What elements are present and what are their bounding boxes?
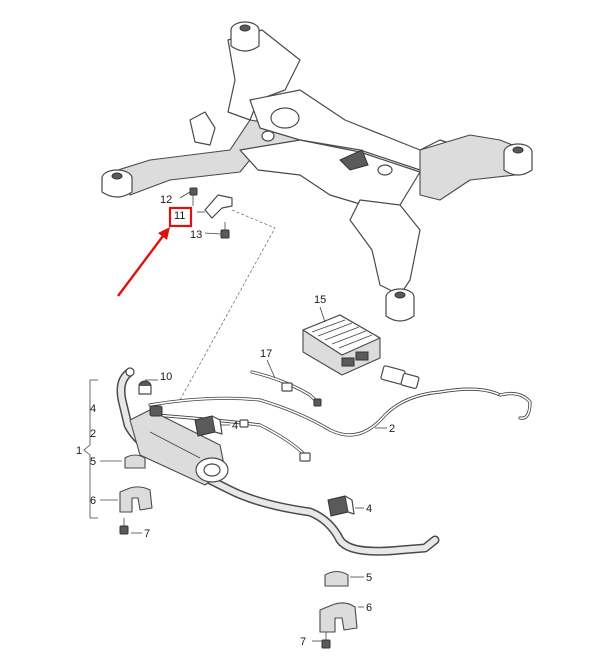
assembly-line-11 bbox=[179, 209, 276, 401]
bolt-7-left bbox=[119, 518, 129, 535]
highlight-annotation bbox=[117, 206, 193, 297]
label-4-left: 4 bbox=[90, 403, 96, 415]
bushing-rear-left bbox=[230, 21, 260, 52]
screw-12 bbox=[189, 187, 198, 206]
bolt-7-right bbox=[321, 632, 331, 649]
bracket-part-11 bbox=[197, 194, 233, 219]
leader-lines bbox=[83, 191, 387, 642]
highlight-box bbox=[168, 206, 193, 228]
label-12: 12 bbox=[160, 194, 172, 206]
bracket-6-right bbox=[319, 602, 358, 633]
label-15: 15 bbox=[314, 294, 326, 306]
bracket-6-left bbox=[119, 486, 153, 513]
rubber-bushing-4-lower bbox=[327, 495, 355, 517]
label-2-right: 2 bbox=[389, 423, 395, 435]
stabilizer-bar bbox=[116, 367, 440, 556]
clamp-5-right bbox=[324, 570, 349, 587]
clamp-5-left bbox=[124, 454, 146, 469]
label-6-right: 6 bbox=[366, 602, 372, 614]
label-1: 1 bbox=[76, 445, 82, 457]
highlight-arrow bbox=[117, 231, 167, 297]
label-5-right: 5 bbox=[366, 572, 372, 584]
label-6-left: 6 bbox=[90, 495, 96, 507]
label-2-left: 2 bbox=[90, 428, 96, 440]
screw-13 bbox=[220, 222, 230, 239]
bushing-front-right bbox=[385, 288, 415, 322]
rubber-bushing-4-upper bbox=[194, 415, 223, 437]
label-4-middle: 4 bbox=[232, 420, 238, 432]
label-7-right: 7 bbox=[300, 636, 306, 648]
label-4-right: 4 bbox=[366, 503, 372, 515]
wiring-harness bbox=[148, 365, 532, 462]
label-17: 17 bbox=[260, 348, 272, 360]
callout-labels: 1 4 2 5 6 7 10 4 2 4 5 6 7 17 15 12 11 1… bbox=[76, 194, 395, 648]
bushing-left bbox=[101, 169, 133, 198]
bushing-right bbox=[503, 143, 533, 176]
rear-subframe bbox=[101, 21, 533, 322]
highlight-arrowhead bbox=[158, 227, 170, 240]
label-11: 11 bbox=[174, 210, 185, 222]
cable-part-17 bbox=[250, 370, 322, 407]
label-5-left: 5 bbox=[90, 456, 96, 468]
label-7-left: 7 bbox=[144, 528, 150, 540]
label-10: 10 bbox=[160, 371, 172, 383]
label-13: 13 bbox=[190, 229, 202, 241]
control-module-15 bbox=[302, 314, 381, 376]
rubber-bushing-10 bbox=[138, 380, 152, 395]
